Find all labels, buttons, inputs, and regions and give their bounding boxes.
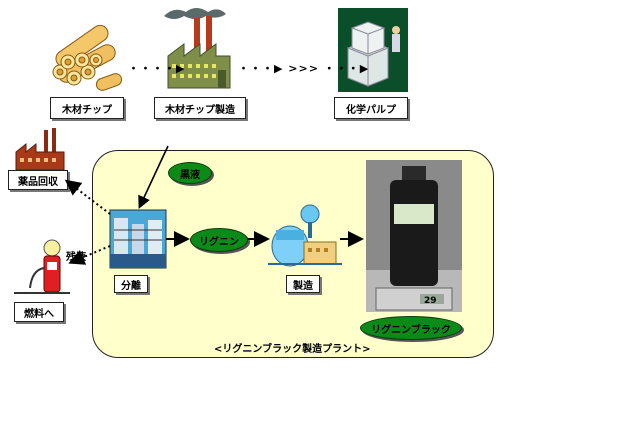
label-separation: 分離	[114, 275, 148, 293]
label-chemical-pulp: 化学パルプ	[334, 97, 408, 119]
label-wood-chip: 木材チップ	[50, 97, 124, 119]
oval-black-liquor: 黒液	[168, 162, 212, 184]
connector-factory-to-pulp: ・・・▶ >>> ・・・▶	[238, 62, 370, 75]
logs-icon	[52, 24, 123, 91]
pulp-bales-icon	[338, 8, 408, 92]
lignin-black-bottle-photo	[366, 160, 462, 312]
label-fuel: 燃料へ	[14, 302, 64, 322]
oval-lignin-black: リグニンブラック	[360, 316, 462, 340]
label-chip-production: 木材チップ製造	[154, 97, 246, 119]
oval-lignin: リグニン	[190, 228, 248, 252]
chip-factory-icon	[164, 8, 231, 89]
production-equipment-icon	[268, 204, 342, 267]
fuel-pump-icon	[14, 239, 70, 294]
scale-reading: 29	[424, 296, 437, 306]
label-production: 製造	[286, 275, 320, 293]
label-chemical-recovery: 薬品回収	[8, 170, 68, 190]
separation-equipment-icon	[109, 209, 167, 269]
plant-caption: <リグニンブラック製造プラント>	[214, 344, 371, 355]
connector-wood-to-factory: ・・・・▶	[128, 62, 186, 75]
